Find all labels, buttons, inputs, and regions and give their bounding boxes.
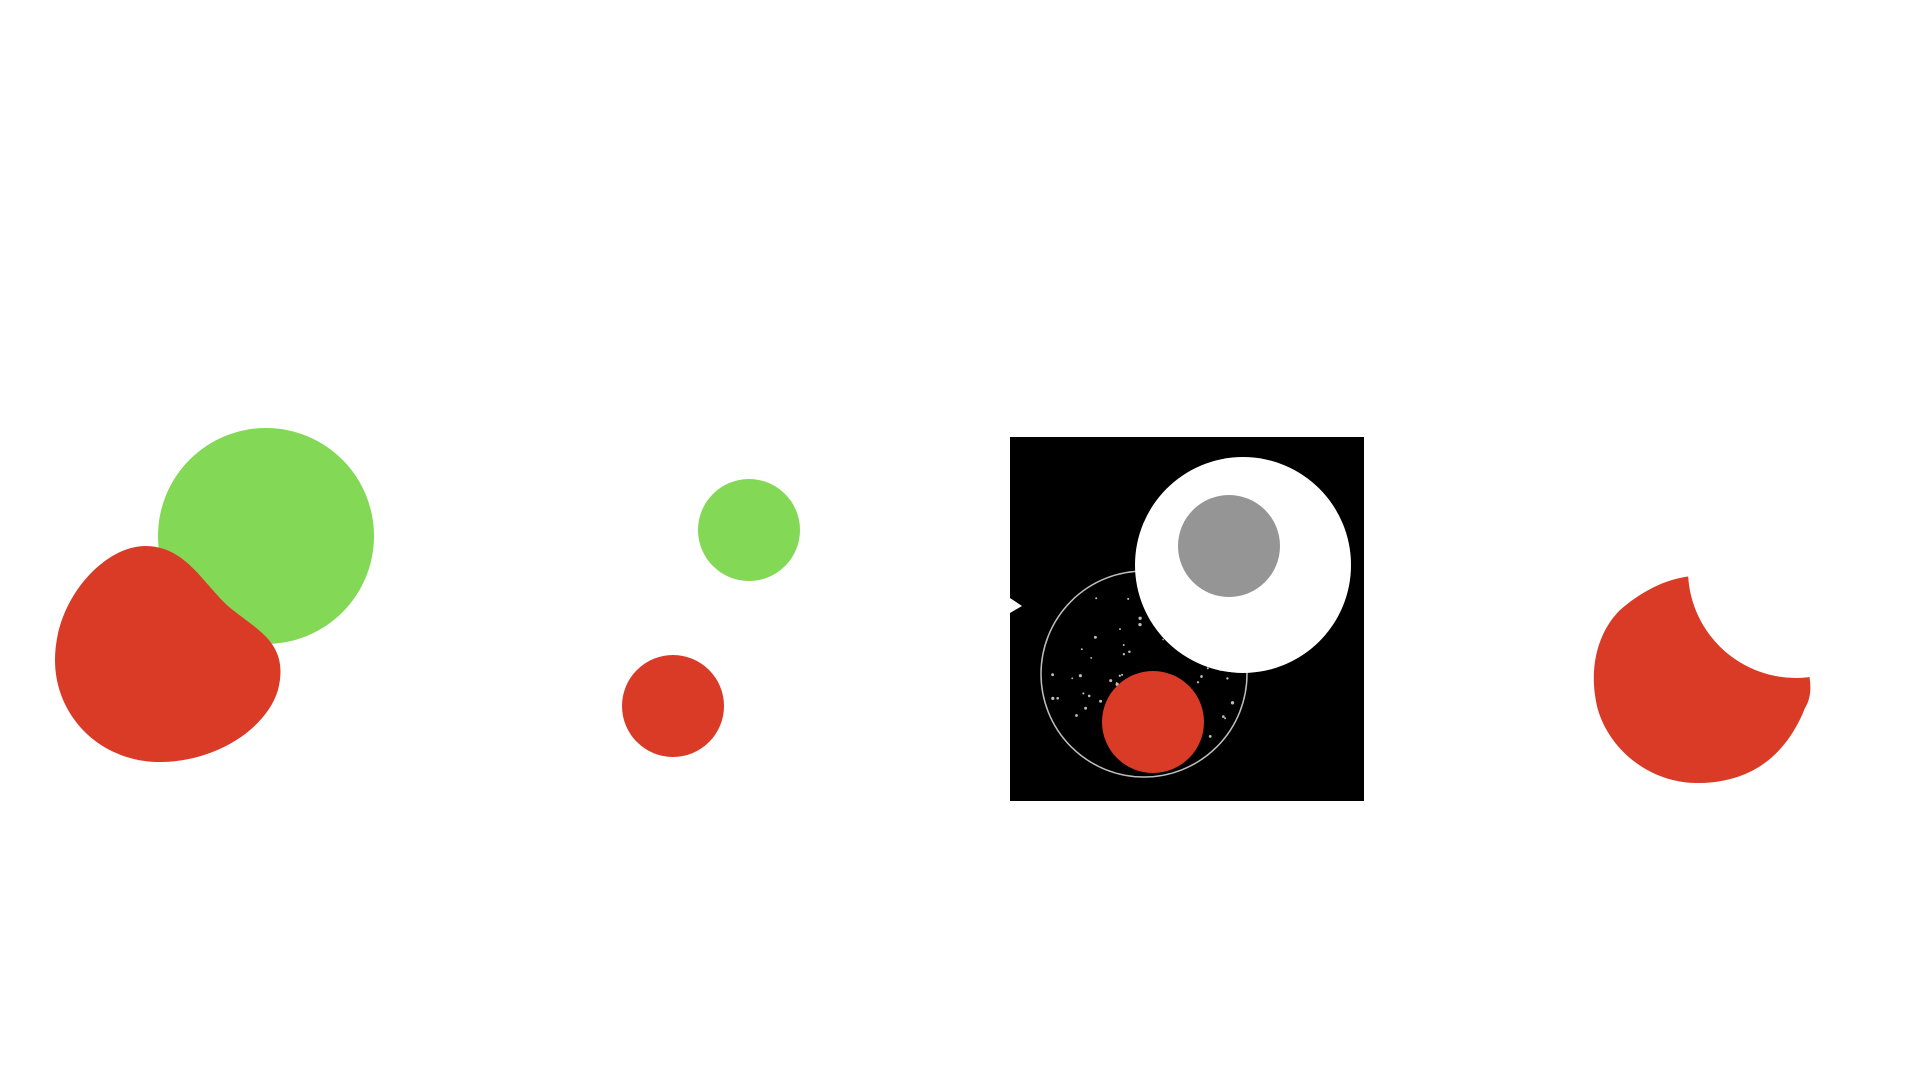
speckle-dot: [1122, 644, 1125, 646]
speckle-dot: [1099, 699, 1103, 703]
panel-subtracted-blob: [1593, 576, 1811, 784]
speckle-dot: [1118, 674, 1121, 677]
speckle-dot: [1095, 597, 1098, 600]
speckle-dot: [1071, 677, 1074, 680]
speckle-dot: [1208, 735, 1212, 738]
speckle-dot: [1138, 616, 1142, 620]
speckle-dot: [1082, 692, 1085, 695]
speckle-dot: [1075, 714, 1078, 717]
speckle-dot: [1128, 650, 1131, 654]
speckle-dot: [1093, 635, 1097, 639]
speckle-dot: [1122, 653, 1126, 656]
speckle-dot: [1119, 628, 1121, 631]
speckle-dot: [1080, 648, 1083, 651]
speckle-dot: [1109, 679, 1113, 683]
speckle-dot: [1206, 667, 1209, 670]
speckle-dot: [1200, 675, 1203, 678]
speckle-dot: [1090, 656, 1093, 659]
red-circle: [1102, 671, 1204, 773]
speckle-dot: [1078, 674, 1082, 678]
speckle-dot: [1084, 706, 1088, 710]
speckle-dot: [1051, 696, 1055, 701]
panel-separate-circles: [622, 479, 800, 757]
red-blob: [55, 546, 281, 762]
speckle-dot: [1127, 597, 1130, 600]
speckle-dot: [1087, 694, 1091, 698]
speckle-dot: [1121, 673, 1124, 676]
speckle-dot: [1162, 638, 1164, 641]
speckle-dot: [1196, 681, 1200, 684]
speckle-dot: [1221, 715, 1225, 718]
speckle-dot: [1230, 701, 1235, 705]
red-blob-with-circular-cutout: [1593, 576, 1811, 784]
speckle-dot: [1056, 696, 1060, 700]
panel-masked-composition: [1010, 437, 1364, 801]
green-circle: [698, 479, 800, 581]
square-edge-notch: [1010, 598, 1022, 613]
speckle-dot: [1138, 622, 1142, 627]
red-circle: [622, 655, 724, 757]
speckle-dot: [1051, 673, 1055, 677]
panel-overlap-example: [55, 428, 374, 762]
gray-circle: [1178, 495, 1280, 597]
speckle-dot: [1226, 677, 1229, 680]
speckle-dot: [1224, 717, 1227, 720]
